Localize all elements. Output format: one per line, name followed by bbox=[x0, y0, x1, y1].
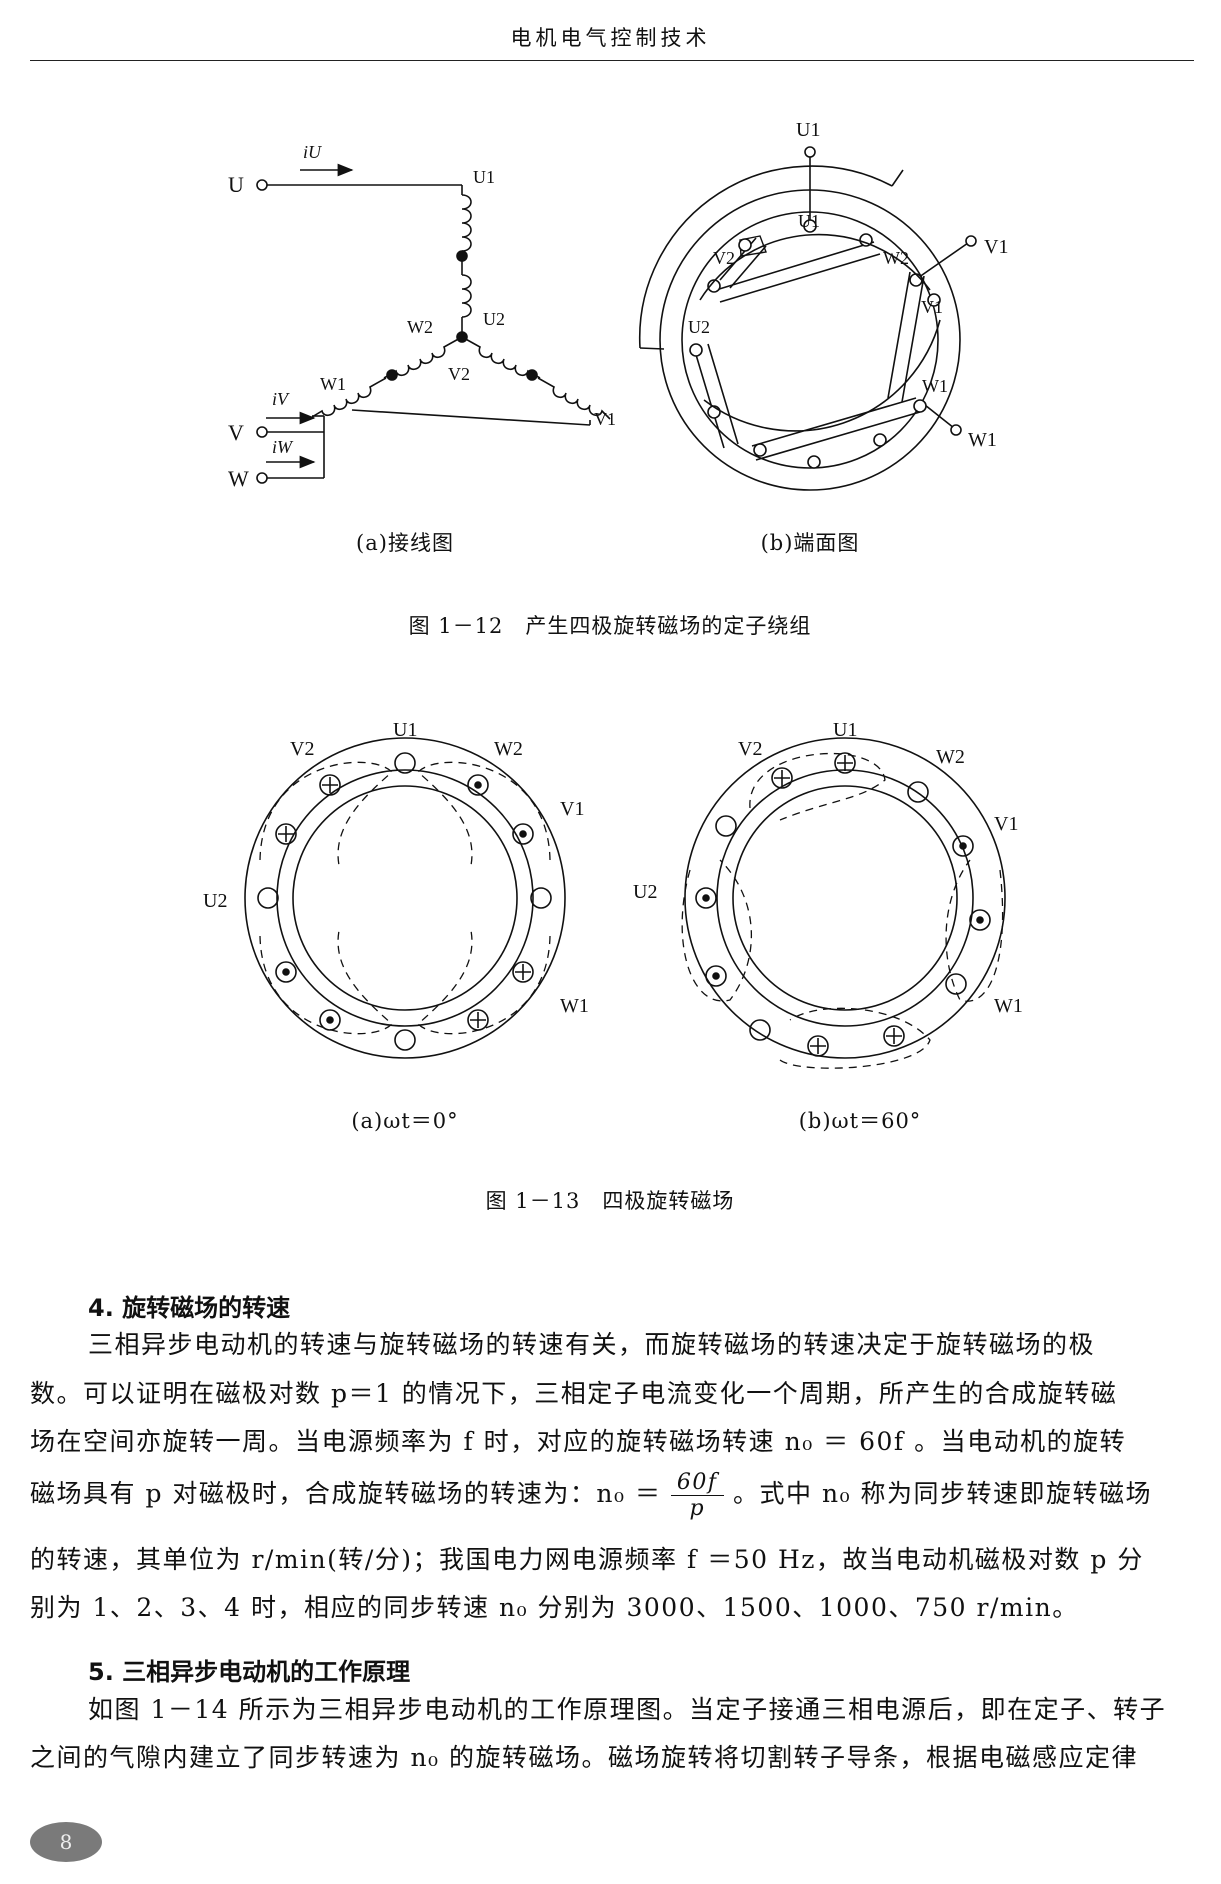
label-b-w1-inner: W1 bbox=[922, 376, 948, 396]
section4-formula-line: 磁场具有 p 对磁极时，合成旋转磁场的转速为：n₀ ＝ 60f p 。式中 n₀… bbox=[30, 1470, 1152, 1521]
section5-heading: 5. 三相异步电动机的工作原理 bbox=[88, 1658, 411, 1686]
label-13a-v2: V2 bbox=[290, 738, 314, 760]
label-u: U bbox=[228, 172, 244, 197]
terminal-w bbox=[256, 472, 268, 484]
label-b-v2: V2 bbox=[713, 248, 735, 268]
fig13-caption: 图 1－13 四极旋转磁场 bbox=[485, 1189, 735, 1213]
header-rule bbox=[30, 60, 1194, 61]
section4-line-5: 别为 1、2、3、4 时，相应的同步转速 n₀ 分别为 3000、1500、10… bbox=[30, 1593, 1079, 1622]
label-iv: iV bbox=[272, 389, 290, 409]
label-u1: U1 bbox=[473, 167, 495, 187]
label-13a-w1: W1 bbox=[560, 995, 589, 1017]
label-v1: V1 bbox=[594, 409, 616, 429]
label-13a-w2: W2 bbox=[494, 738, 523, 760]
label-13b-w1: W1 bbox=[994, 995, 1023, 1017]
fig12a-labels: U V W iU iV iW U1 U2 W2 V2 W1 V1 bbox=[228, 142, 616, 491]
label-b-w2: W2 bbox=[883, 248, 909, 268]
label-u2: U2 bbox=[483, 309, 505, 329]
label-iu: iU bbox=[303, 142, 322, 162]
label-v: V bbox=[228, 420, 244, 445]
label-13a-u1: U1 bbox=[393, 719, 417, 741]
label-13b-v1: V1 bbox=[994, 813, 1018, 835]
section4-line-4: 的转速，其单位为 r/min(转/分)；我国电力网电源频率 f ＝50 Hz，故… bbox=[30, 1545, 1144, 1574]
synchronous-speed-fraction: 60f p bbox=[670, 1470, 724, 1521]
fig13b-labels: U1 V2 W2 V1 U2 W1 bbox=[633, 719, 1023, 1017]
fig12a-wiring-diagram bbox=[256, 163, 611, 484]
fig13b-caption: (b)ωt＝60° bbox=[798, 1109, 922, 1133]
section5-line-2: 之间的气隙内建立了同步转速为 n₀ 的旋转磁场。磁场旋转将切割转子导条，根据电磁… bbox=[30, 1743, 1139, 1772]
label-b-u2: U2 bbox=[688, 317, 710, 337]
formula-suffix: 。式中 n₀ 称为同步转速即旋转磁场 bbox=[733, 1479, 1153, 1508]
label-w1: W1 bbox=[320, 374, 346, 394]
fig12b-end-view bbox=[638, 146, 977, 491]
label-13b-w2: W2 bbox=[936, 746, 965, 768]
section4-heading: 4. 旋转磁场的转速 bbox=[88, 1294, 291, 1322]
label-w2: W2 bbox=[407, 317, 433, 337]
section4-line-1: 三相异步电动机的转速与旋转磁场的转速有关，而旋转磁场的转速决定于旋转磁场的极 bbox=[88, 1330, 1096, 1359]
label-13b-u2: U2 bbox=[633, 881, 657, 903]
label-b-u1-top: U1 bbox=[796, 119, 820, 141]
label-13b-v2: V2 bbox=[738, 738, 762, 760]
fraction-denominator: p bbox=[689, 1496, 706, 1521]
section5-line-1: 如图 1－14 所示为三相异步电动机的工作原理图。当定子接通三相电源后，即在定子… bbox=[88, 1695, 1167, 1724]
fraction-numerator: 60f bbox=[670, 1470, 724, 1496]
label-b-v1-inner: V1 bbox=[921, 297, 943, 317]
fig13a-caption: (a)ωt＝0° bbox=[351, 1109, 459, 1133]
fig13a-labels: U1 V2 W2 V1 U2 W1 bbox=[203, 719, 589, 1017]
section4-line-2: 数。可以证明在磁极对数 p＝1 的情况下，三相定子电流变化一个周期，所产生的合成… bbox=[30, 1379, 1118, 1408]
label-13a-v1: V1 bbox=[560, 798, 584, 820]
fig12b-caption: (b)端面图 bbox=[760, 531, 860, 555]
terminal-u bbox=[256, 179, 268, 191]
label-v2: V2 bbox=[448, 364, 470, 384]
fig13b-rotating-field bbox=[681, 737, 1006, 1069]
junction-dot bbox=[456, 250, 468, 262]
running-header: 电机电气控制技术 bbox=[510, 26, 711, 50]
section4-line-3: 场在空间亦旋转一周。当电源频率为 f 时，对应的旋转磁场转速 n₀ ＝ 60f … bbox=[30, 1427, 1127, 1456]
label-b-u1-inner: U1 bbox=[798, 211, 820, 231]
label-b-w1-outer: W1 bbox=[968, 429, 997, 451]
junction-dot bbox=[526, 369, 538, 381]
label-13a-u2: U2 bbox=[203, 890, 227, 912]
label-w: W bbox=[228, 466, 249, 491]
fig12-caption: 图 1－12 产生四极旋转磁场的定子绕组 bbox=[408, 614, 812, 638]
formula-prefix: 磁场具有 p 对磁极时，合成旋转磁场的转速为：n₀ ＝ bbox=[30, 1479, 662, 1508]
fig13a-rotating-field bbox=[244, 737, 566, 1059]
label-b-v1-outer: V1 bbox=[984, 236, 1008, 258]
page-number-badge: 8 bbox=[30, 1822, 102, 1862]
label-13b-u1: U1 bbox=[833, 719, 857, 741]
fig12b-labels: U1 U1 V2 W2 U2 V1 V1 W1 W1 bbox=[688, 119, 1008, 451]
terminal-v bbox=[256, 426, 268, 438]
fig12a-caption: (a)接线图 bbox=[356, 531, 454, 555]
label-iw: iW bbox=[272, 437, 294, 457]
junction-dot bbox=[386, 369, 398, 381]
